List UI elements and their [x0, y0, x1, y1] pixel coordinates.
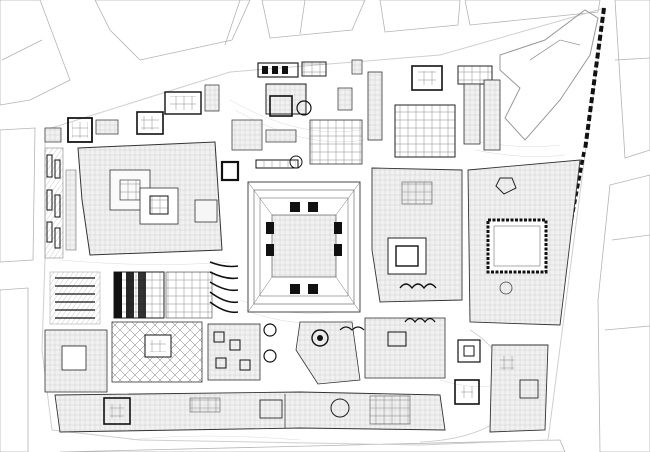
building	[231, 119, 263, 151]
long-building	[463, 83, 481, 145]
pavilion	[457, 339, 481, 363]
grid-block	[113, 261, 239, 319]
city-block	[614, 0, 650, 159]
east-central-building	[371, 167, 463, 303]
building	[337, 87, 353, 111]
rotunda	[263, 323, 277, 337]
city-block	[59, 439, 566, 452]
east-cloister	[467, 159, 581, 326]
long-building	[255, 159, 299, 169]
courtyard	[194, 199, 218, 223]
central-building	[247, 181, 361, 313]
building	[265, 83, 307, 115]
rotunda	[311, 329, 329, 347]
building	[351, 59, 363, 75]
courtyard	[387, 237, 427, 275]
city-block	[261, 0, 366, 39]
building	[301, 61, 327, 77]
small-pavilion	[220, 160, 240, 182]
chapel	[269, 95, 293, 117]
south-band	[54, 391, 446, 433]
rotunda	[263, 349, 277, 363]
arcade	[404, 317, 436, 324]
building	[394, 104, 456, 158]
north-buildings	[44, 59, 363, 143]
city-block	[464, 0, 601, 26]
building	[204, 84, 220, 112]
rotunda	[330, 398, 350, 418]
city-block	[379, 0, 461, 33]
long-building	[483, 79, 501, 151]
northeast-buildings	[231, 9, 599, 165]
building	[309, 119, 363, 165]
site-boundary	[41, 7, 606, 446]
west-strip-houses	[44, 147, 77, 259]
large-existing-building	[499, 9, 599, 141]
southwest-blocks	[44, 321, 277, 393]
southeast-block	[454, 344, 549, 433]
rotunda	[289, 155, 303, 169]
city-block	[0, 0, 71, 106]
central-hall	[271, 214, 337, 278]
city-block	[0, 127, 36, 263]
cloister-court	[486, 218, 548, 274]
city-block	[597, 174, 650, 452]
chapel	[411, 65, 443, 91]
parking-rows	[49, 271, 101, 325]
building	[136, 111, 164, 135]
west-complex	[77, 141, 303, 256]
chapel-apse	[296, 100, 312, 116]
chapel	[103, 397, 131, 425]
building	[265, 129, 297, 143]
building	[44, 127, 62, 143]
building	[67, 117, 93, 143]
entry-bay	[495, 177, 517, 195]
building	[257, 62, 299, 78]
long-building	[367, 71, 383, 141]
city-block	[0, 287, 29, 452]
city-block	[94, 0, 251, 61]
chapel	[454, 379, 480, 405]
arcade	[399, 283, 437, 290]
south-central-buildings	[295, 317, 481, 385]
building	[164, 91, 202, 115]
building	[95, 119, 119, 135]
courtyard	[61, 345, 87, 371]
